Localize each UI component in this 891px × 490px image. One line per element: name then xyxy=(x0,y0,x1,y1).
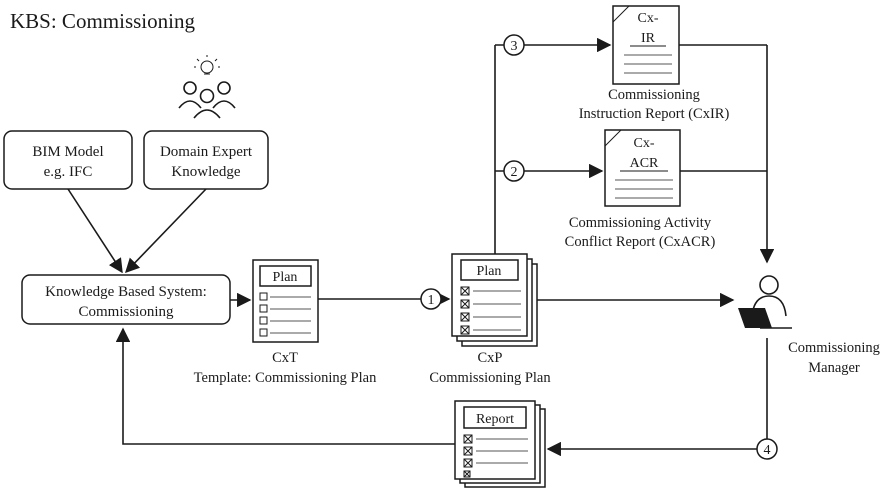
acr-doc-title-2: ACR xyxy=(630,156,659,171)
acr-caption-1: Commissioning Activity xyxy=(569,215,712,231)
manager-person-icon xyxy=(738,275,792,329)
ir-document-icon: Cx- IR xyxy=(612,5,680,85)
step-3-label: 3 xyxy=(511,39,518,54)
domain-expert-label: Domain Expert xyxy=(160,144,253,160)
report-document-stack-icon: Report xyxy=(454,400,546,488)
ir-caption-2: Instruction Report (CxIR) xyxy=(579,106,730,122)
manager-label-2: Manager xyxy=(808,360,860,376)
ir-doc-title-1: Cx- xyxy=(638,11,659,26)
manager-label-1: Commissioning xyxy=(788,340,880,356)
kbs-box: Knowledge Based System: Commissioning xyxy=(21,274,231,325)
acr-document-icon: Cx- ACR xyxy=(604,129,681,207)
step-4-marker: 4 xyxy=(756,438,778,460)
bim-model-example: e.g. IFC xyxy=(44,164,93,180)
ir-doc-title-2: IR xyxy=(641,31,656,46)
page-title: KBS: Commissioning xyxy=(10,9,195,33)
step-1-label: 1 xyxy=(428,293,435,308)
template-caption-code: CxT xyxy=(272,350,298,366)
arrow-bim-to-kbs xyxy=(67,188,123,274)
kbs-sublabel: Commissioning xyxy=(78,304,174,320)
plan-caption-name: Commissioning Plan xyxy=(429,370,551,386)
bim-model-label: BIM Model xyxy=(32,144,103,160)
step-3-marker: 3 xyxy=(503,34,525,56)
step-1-marker: 1 xyxy=(420,288,442,310)
domain-expert-knowledge: Knowledge xyxy=(171,164,240,180)
acr-caption-2: Conflict Report (CxACR) xyxy=(565,234,716,250)
expert-group-icon xyxy=(178,55,236,119)
domain-expert-box: Domain Expert Knowledge xyxy=(143,130,269,190)
step-4-label: 4 xyxy=(764,443,771,458)
template-caption-name: Template: Commissioning Plan xyxy=(194,370,377,386)
ir-caption-1: Commissioning xyxy=(608,87,700,103)
plan-caption-code: CxP xyxy=(478,350,503,366)
acr-doc-title-1: Cx- xyxy=(634,136,655,151)
step-2-label: 2 xyxy=(511,165,518,180)
report-doc-header: Report xyxy=(476,412,514,427)
arrow-expert-to-kbs xyxy=(125,188,207,274)
template-doc-header: Plan xyxy=(273,270,298,285)
plan-document-stack-icon: Plan xyxy=(451,253,538,347)
arrow-report-to-kbs xyxy=(115,327,455,445)
kbs-label: Knowledge Based System: xyxy=(45,284,207,300)
template-document-icon: Plan xyxy=(252,259,319,343)
bim-model-box: BIM Model e.g. IFC xyxy=(3,130,133,190)
plan-doc-header: Plan xyxy=(477,264,502,279)
step-2-marker: 2 xyxy=(503,160,525,182)
